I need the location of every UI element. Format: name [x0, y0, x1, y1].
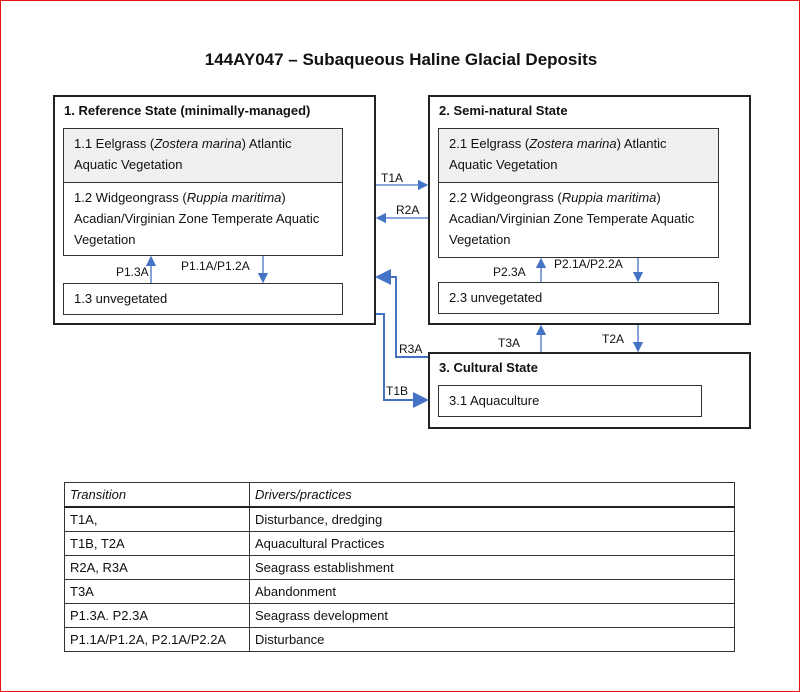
diagram-title: 144AY047 – Subaqueous Haline Glacial Dep…: [204, 50, 598, 69]
header-transition: Transition: [64, 482, 250, 508]
semi-natural-state-header: 2. Semi-natural State: [439, 103, 568, 118]
community-2-1: 2.1 Eelgrass (Zostera marina) Atlantic A…: [438, 128, 719, 183]
t1b-label: T1B: [386, 384, 409, 398]
cell: Seagrass establishment: [249, 555, 735, 580]
community-2-3: 2.3 unvegetated: [438, 282, 719, 314]
t3a-label: T3A: [498, 336, 521, 350]
cell: Seagrass development: [249, 603, 735, 628]
p13a-label: P1.3A: [116, 265, 149, 279]
text: ) Acadian/Virginian Zone Temperate Aquat…: [74, 190, 320, 247]
r3a-label: R3A: [399, 342, 423, 356]
text: 1.2 Widgeongrass (: [74, 190, 187, 205]
t2a-label: T2A: [602, 332, 625, 346]
cell: Aquacultural Practices: [249, 531, 735, 556]
semi-natural-state-box: [428, 95, 751, 325]
header-drivers: Drivers/practices: [249, 482, 735, 508]
cell: T3A: [64, 579, 250, 604]
reference-state-box: [53, 95, 376, 325]
cultural-state-header: 3. Cultural State: [439, 360, 538, 375]
cell: R2A, R3A: [64, 555, 250, 580]
community-1-1: 1.1 Eelgrass (Zostera marina) Atlantic A…: [63, 128, 343, 183]
species: Ruppia maritima: [561, 190, 657, 205]
cell: Abandonment: [249, 579, 735, 604]
community-3-1: 3.1 Aquaculture: [438, 385, 702, 417]
text: 1.1 Eelgrass (: [74, 136, 155, 151]
cell: P1.1A/P1.2A, P2.1A/P2.2A: [64, 627, 250, 652]
text: 2.2 Widgeongrass (: [449, 190, 562, 205]
cell: Disturbance: [249, 627, 735, 652]
text: ) Atlantic Aquatic Vegetation: [74, 136, 292, 172]
cell: Disturbance, dredging: [249, 506, 735, 532]
species: Zostera marina: [154, 136, 242, 151]
p23a-label: P2.3A: [493, 265, 526, 279]
cell: T1A,: [64, 506, 250, 532]
species: Zostera marina: [529, 136, 617, 151]
text: ) Acadian/Virginian Zone Temperate Aquat…: [449, 190, 695, 247]
p11a-label: P1.1A/P1.2A: [181, 259, 250, 273]
text: 2.1 Eelgrass (: [449, 136, 530, 151]
species: Ruppia maritima: [186, 190, 282, 205]
text: ) Atlantic Aquatic Vegetation: [449, 136, 667, 172]
transition-arrows: [145, 179, 644, 408]
reference-state-header: 1. Reference State (minimally-managed): [64, 103, 311, 118]
table-row: T1A,Disturbance, dredging: [64, 506, 735, 532]
t1a-label: T1A: [381, 171, 404, 185]
cell: P1.3A. P2.3A: [64, 603, 250, 628]
r3a-arrow: [375, 269, 428, 358]
cell: T1B, T2A: [64, 531, 250, 556]
p21a-label: P2.1A/P2.2A: [554, 257, 623, 271]
r2a-label: R2A: [396, 203, 420, 217]
community-2-2: 2.2 Widgeongrass (Ruppia maritima) Acadi…: [438, 182, 719, 258]
t1b-arrow: [376, 313, 429, 408]
community-1-2: 1.2 Widgeongrass (Ruppia maritima) Acadi…: [63, 182, 343, 256]
community-1-3: 1.3 unvegetated: [63, 283, 343, 315]
cultural-state-box: [428, 352, 751, 429]
